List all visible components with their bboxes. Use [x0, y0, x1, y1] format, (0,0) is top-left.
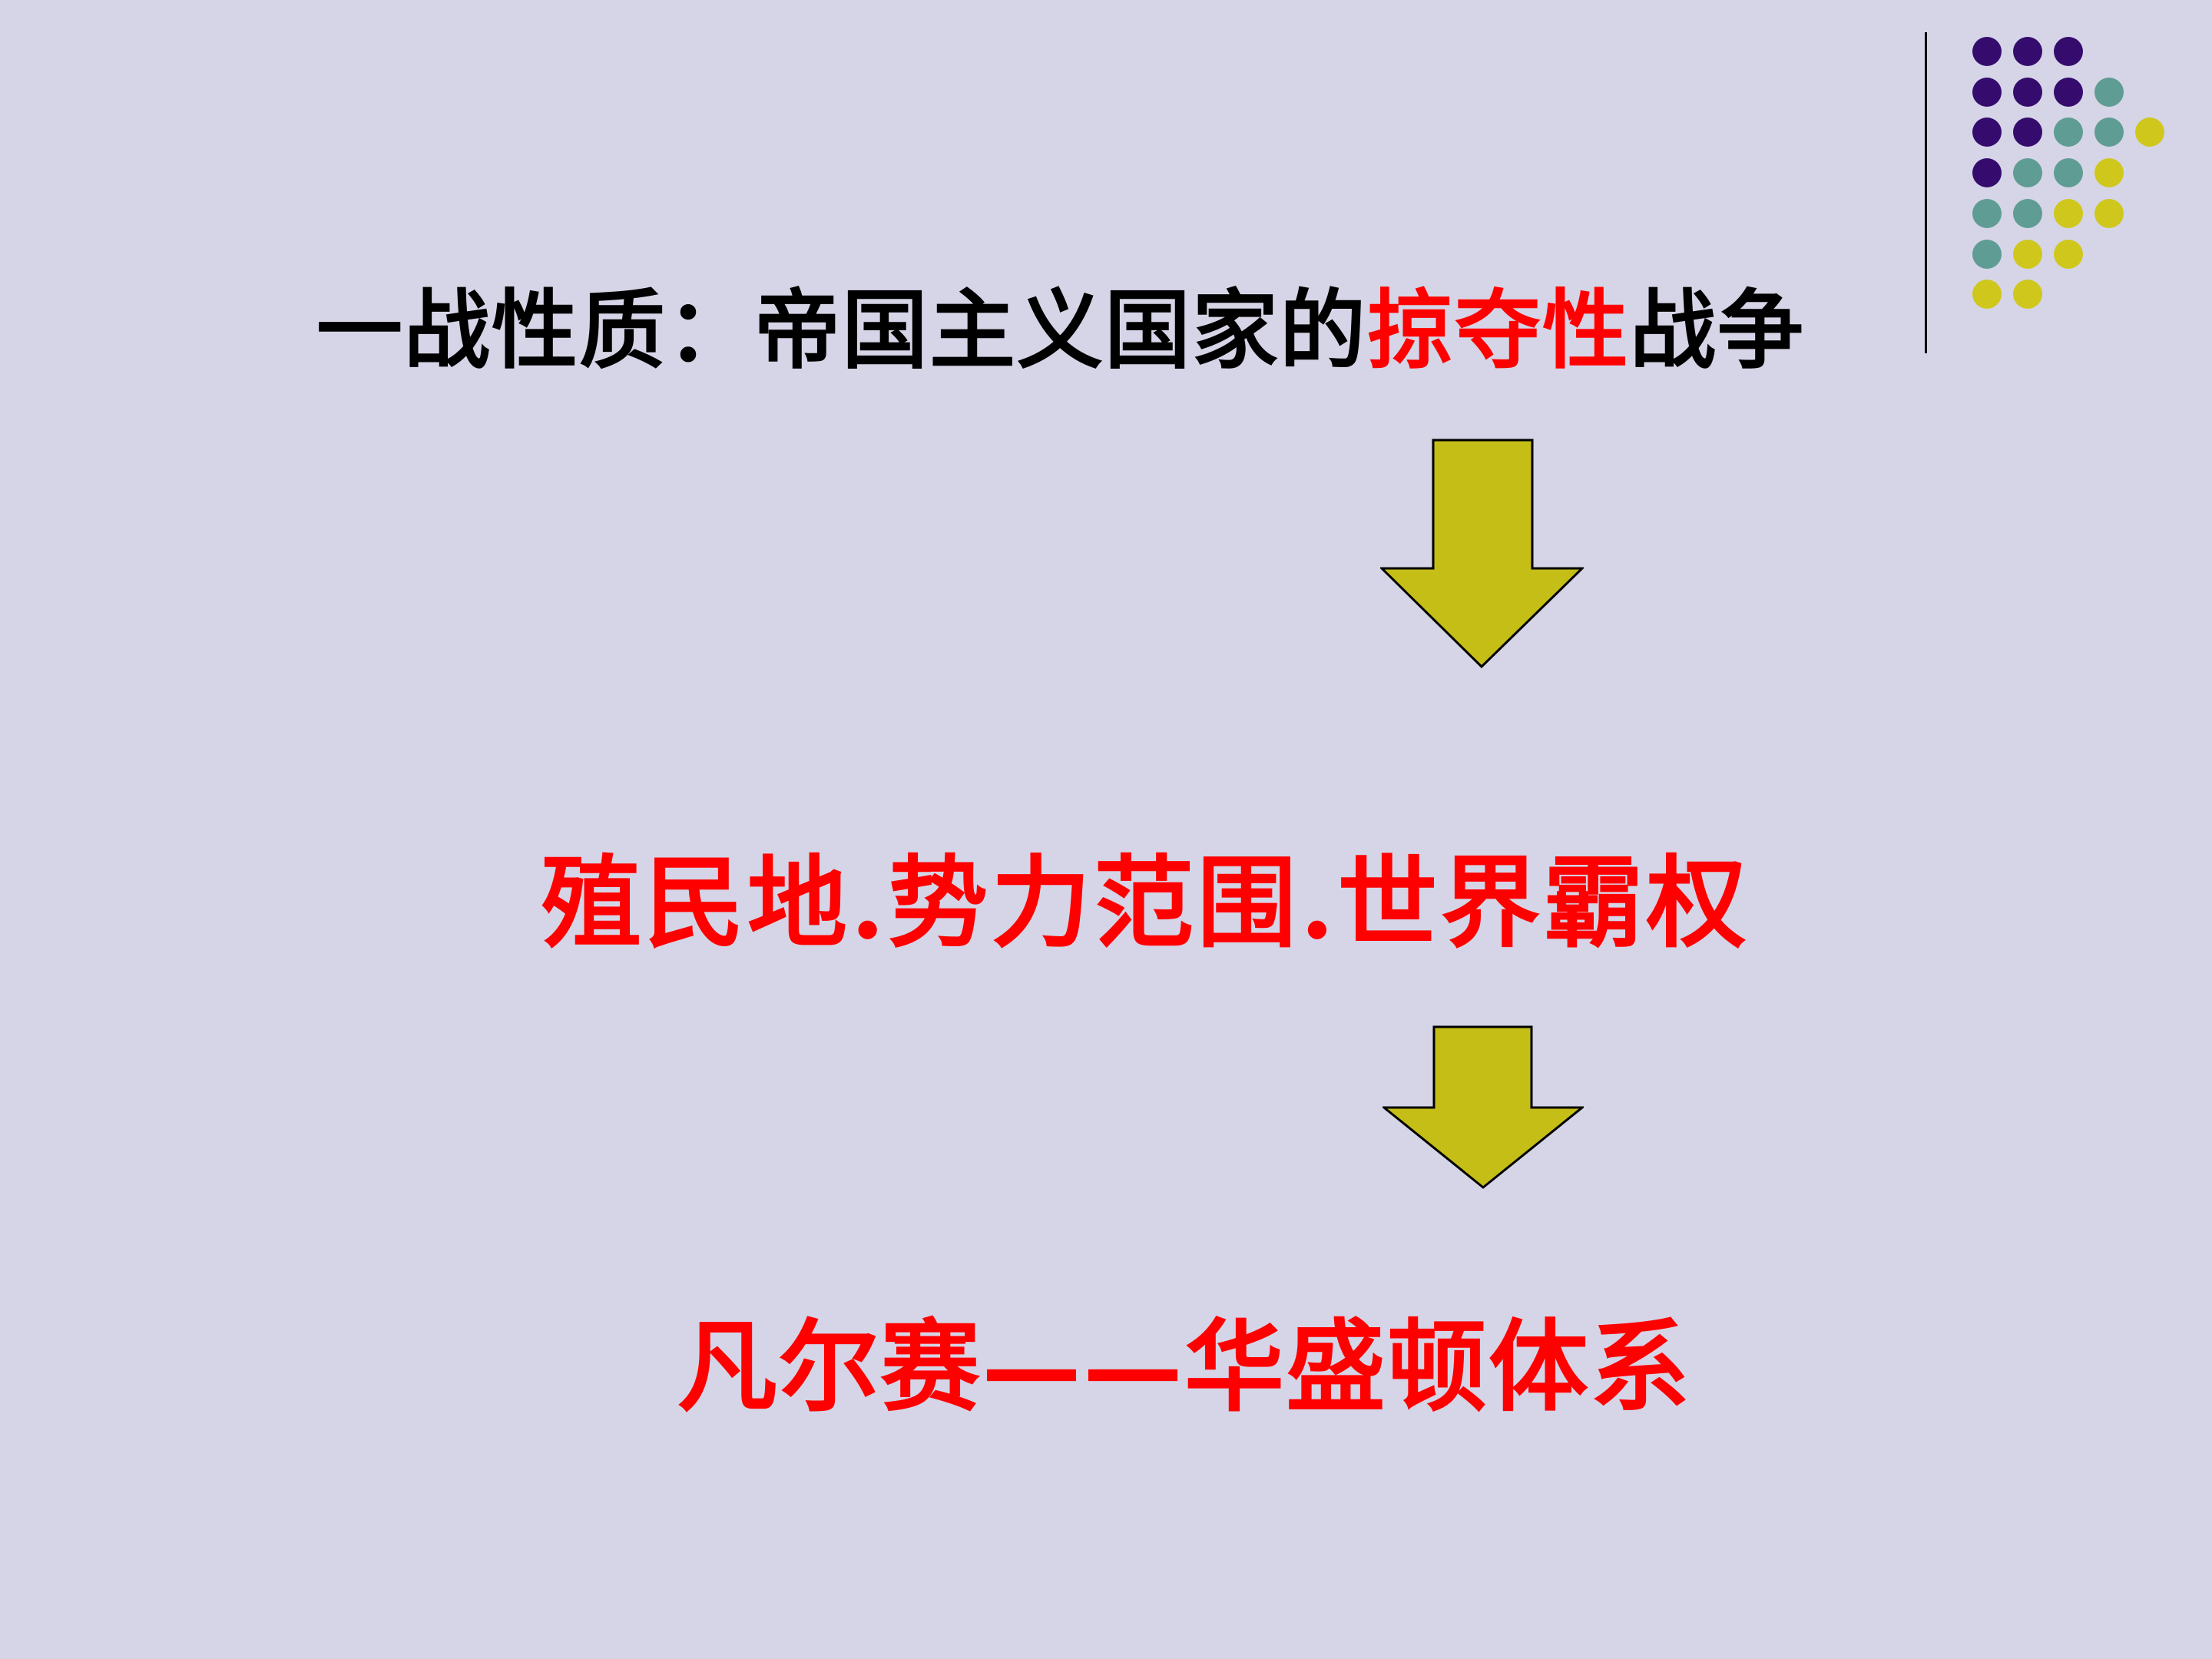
dot — [1972, 78, 2002, 107]
dot — [2013, 240, 2042, 269]
slide-title: 一战性质：帝国主义国家的掠夺性战争 — [316, 286, 1805, 376]
dot — [2054, 199, 2083, 228]
dot — [2094, 78, 2124, 107]
vertical-divider-line — [1925, 32, 1927, 353]
dot — [2094, 199, 2124, 228]
dot — [1972, 240, 2002, 269]
middle-flow-text: 殖民地.势力范围.世界霸权 — [541, 844, 1750, 962]
dot — [2135, 118, 2164, 147]
down-arrow-shape — [1382, 1025, 1584, 1189]
dot — [2013, 78, 2042, 107]
dot — [1972, 280, 2002, 309]
bottom-flow-text: 凡尔赛——华盛顿体系 — [677, 1308, 1692, 1426]
down-arrow-icon — [1382, 1025, 1584, 1189]
dot — [2054, 78, 2083, 107]
dot — [1972, 199, 2002, 228]
dot — [2013, 199, 2042, 228]
dot — [1972, 118, 2002, 147]
dot — [2013, 37, 2042, 66]
down-arrow-shape — [1380, 439, 1584, 669]
title-suffix: 战争 — [1630, 280, 1805, 381]
dot — [2094, 158, 2124, 187]
dots-decoration — [1972, 37, 2187, 313]
title-highlight: 掠夺性 — [1367, 280, 1630, 381]
dot — [1972, 37, 2002, 66]
dot — [2054, 37, 2083, 66]
dot — [2054, 118, 2083, 147]
dot — [2013, 280, 2042, 309]
dot — [2013, 118, 2042, 147]
dot — [1972, 158, 2002, 187]
dot — [2094, 118, 2124, 147]
dot — [2054, 158, 2083, 187]
down-arrow-icon — [1380, 439, 1584, 669]
title-prefix: 一战性质：帝国主义国家的 — [316, 280, 1367, 381]
dot — [2054, 240, 2083, 269]
dot — [2013, 158, 2042, 187]
